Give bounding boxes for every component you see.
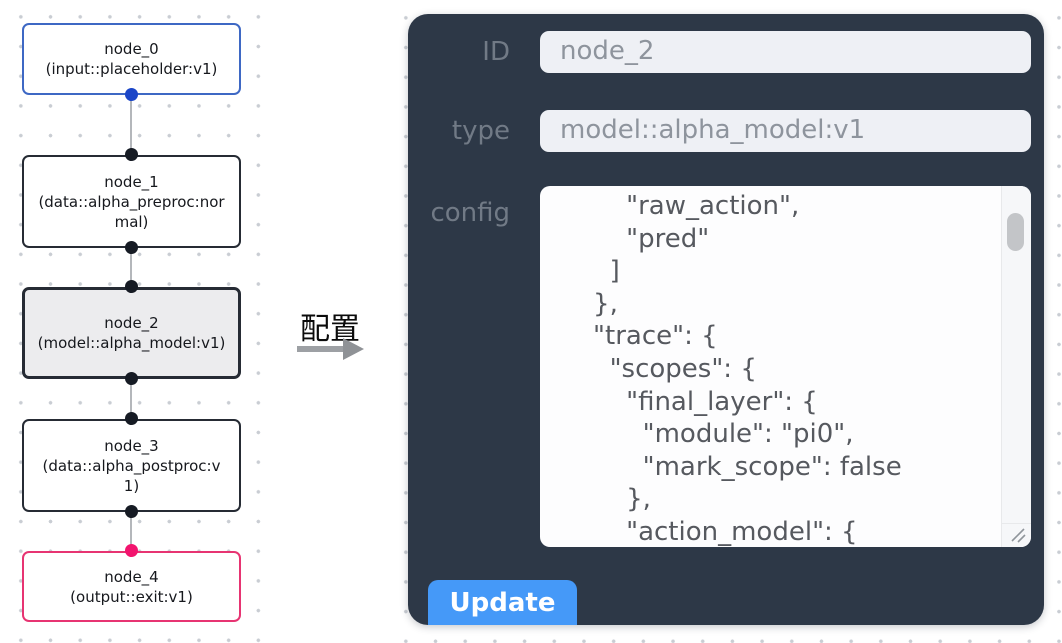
transition-label: 配置 <box>300 312 360 347</box>
edge-node2-node3 <box>130 379 132 419</box>
edge-node1-node2 <box>130 248 132 287</box>
config-line: "module": "pi0", <box>560 419 854 450</box>
type-label: type <box>451 116 510 146</box>
edge-node0-node1 <box>130 95 132 155</box>
scrollbar-thumb[interactable] <box>1007 213 1024 251</box>
node-type: (model::alpha_model:v1) <box>37 334 226 352</box>
port-out-node_2[interactable] <box>125 372 138 385</box>
node-title: node_2 <box>104 314 159 332</box>
node-node_0[interactable]: node_0 (input::placeholder:v1) <box>22 23 241 95</box>
node-node_1[interactable]: node_1 (data::alpha_preproc:normal) <box>22 155 241 248</box>
update-button[interactable]: Update <box>428 580 577 625</box>
config-json-text: "raw_action", "pred" ] }, "trace": { "sc… <box>540 190 1000 547</box>
config-line: "pred" <box>560 223 710 254</box>
port-out-node_0[interactable] <box>125 88 138 101</box>
port-in-node_1[interactable] <box>125 148 138 161</box>
config-line: "mark_scope": false <box>560 451 902 482</box>
node-type: (data::alpha_postproc:v1) <box>42 456 221 495</box>
scrollbar-corner <box>1002 523 1031 547</box>
node-title: node_1 <box>104 172 159 191</box>
node-node_4[interactable]: node_4 (output::exit:v1) <box>22 551 241 622</box>
port-out-node_3[interactable] <box>125 505 138 518</box>
port-out-node_1[interactable] <box>125 241 138 254</box>
config-line: "scopes": { <box>560 353 757 384</box>
node-type: (data::alpha_preproc:normal) <box>38 192 225 231</box>
resize-grip-icon[interactable] <box>1008 526 1028 544</box>
config-line: "raw_action", <box>560 191 800 221</box>
scrollbar-track[interactable] <box>1001 186 1031 547</box>
port-in-node_4[interactable] <box>125 544 138 557</box>
config-line: ] <box>560 256 620 287</box>
node-node_3[interactable]: node_3 (data::alpha_postproc:v1) <box>22 419 241 512</box>
node-title: node_0 <box>104 40 159 58</box>
port-in-node_3[interactable] <box>125 412 138 425</box>
config-line: "trace": { <box>560 321 718 352</box>
config-textarea[interactable]: "raw_action", "pred" ] }, "trace": { "sc… <box>540 186 1031 547</box>
node-type: (output::exit:v1) <box>70 587 193 606</box>
config-line: "action_model": { <box>560 516 858 547</box>
config-line: }, <box>560 288 618 319</box>
id-label: ID <box>482 37 510 67</box>
node-type: (input::placeholder:v1) <box>45 60 218 78</box>
config-line: "final_layer": { <box>560 386 818 417</box>
type-input[interactable] <box>540 110 1031 152</box>
right-arrow-icon <box>297 338 364 360</box>
edge-node3-node4 <box>130 512 132 551</box>
config-line: }, <box>560 484 651 515</box>
config-panel: ID type config "raw_action", "pred" ] },… <box>408 14 1044 625</box>
port-in-node_2[interactable] <box>125 280 138 293</box>
id-input[interactable] <box>540 31 1031 73</box>
config-label: config <box>430 198 510 228</box>
node-title: node_3 <box>104 436 159 455</box>
node-node_2-selected[interactable]: node_2 (model::alpha_model:v1) <box>22 287 241 379</box>
node-title: node_4 <box>104 567 159 586</box>
